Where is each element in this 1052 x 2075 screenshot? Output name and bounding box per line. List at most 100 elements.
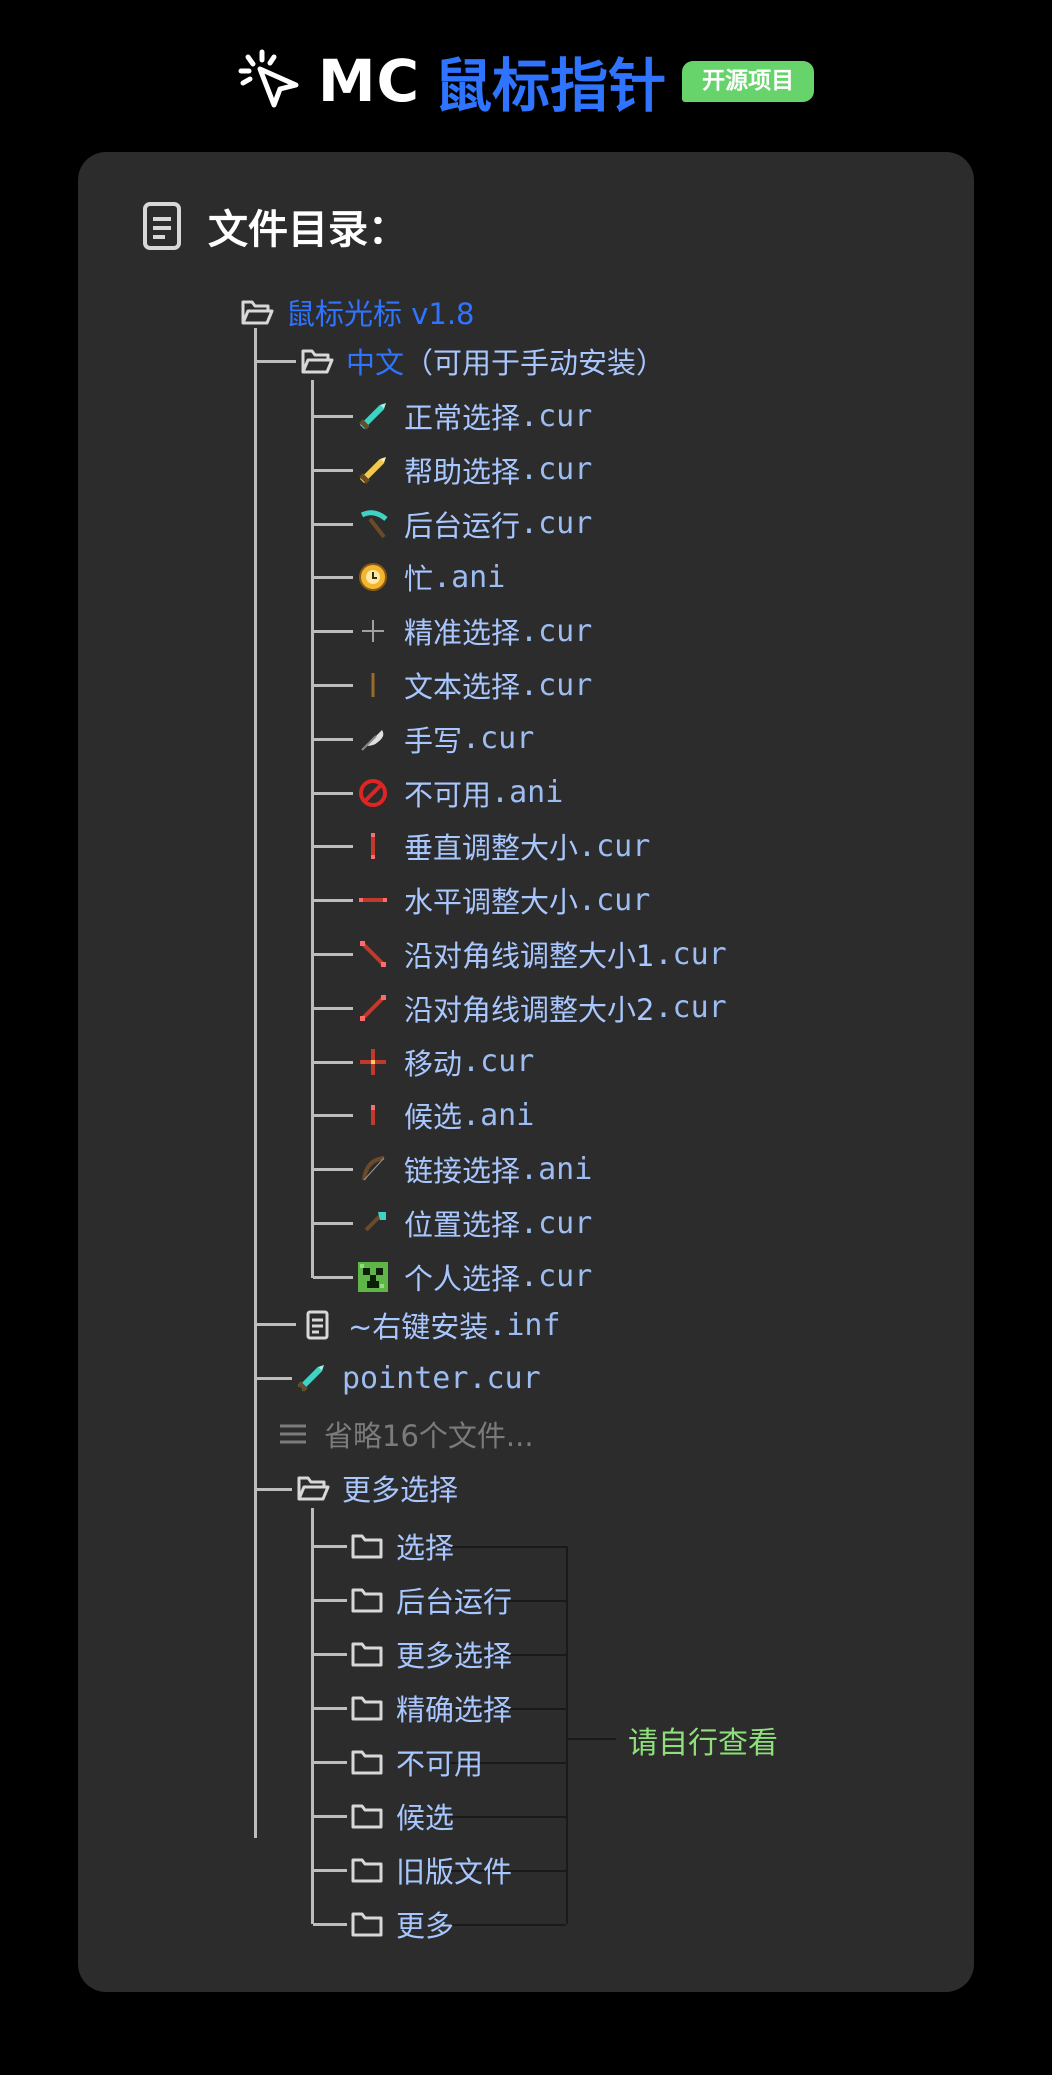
- branch-zh-file: [313, 1006, 353, 1010]
- zh-folder-suffix: （可用于手动安装）: [404, 346, 666, 380]
- more-folder-label: 更多选择: [342, 1473, 459, 1507]
- diamond-pickaxe-icon: [360, 509, 388, 538]
- file-name: 链接选择: [404, 1154, 521, 1189]
- branch-more-item: [313, 1761, 347, 1764]
- zh-file-row[interactable]: 移动.cur: [356, 1042, 534, 1082]
- branch-zh-file: [313, 576, 353, 580]
- more-folder-row[interactable]: 选择: [350, 1526, 454, 1566]
- branch-zh-file: [313, 737, 353, 741]
- file-ext: .ani: [433, 559, 506, 595]
- branch-more-item: [313, 1653, 347, 1656]
- more-folder-item-label: 旧版文件: [396, 1855, 513, 1889]
- branch-zh-file: [313, 1060, 353, 1064]
- zh-file-row[interactable]: 不可用.ani: [356, 773, 563, 813]
- header: MC 鼠标指针 开源项目: [0, 42, 1052, 120]
- bracket-tick: [450, 1762, 566, 1764]
- document-icon: [306, 1310, 329, 1340]
- file-ext: .cur: [654, 990, 727, 1026]
- file-name: 帮助选择: [404, 454, 521, 489]
- bracket-line: [566, 1546, 568, 1924]
- branch-more: [256, 1488, 292, 1491]
- bracket-tick: [450, 1870, 566, 1872]
- inf-file-name: ~右键安装: [348, 1310, 489, 1344]
- document-icon: [143, 202, 181, 250]
- zh-file-row[interactable]: 忙.ani: [356, 557, 505, 597]
- tree-inf-file[interactable]: ~右键安装.inf: [300, 1305, 561, 1345]
- omitted-files: 省略16个文件...: [276, 1414, 534, 1454]
- more-folder-row[interactable]: 不可用: [350, 1742, 483, 1782]
- file-ext: .cur: [462, 1044, 535, 1080]
- diamond-sword-icon: [295, 1365, 324, 1394]
- bracket-tick: [450, 1816, 566, 1818]
- file-name: 后台运行: [404, 508, 521, 543]
- file-ext: .cur: [520, 398, 593, 434]
- branch-more-item: [313, 1599, 347, 1602]
- zh-file-row[interactable]: 沿对角线调整大小2.cur: [356, 988, 727, 1028]
- more-folder-row[interactable]: 更多选择: [350, 1634, 512, 1674]
- more-folder-row[interactable]: 旧版文件: [350, 1850, 512, 1890]
- file-ext: .ani: [462, 1097, 535, 1133]
- zh-file-row[interactable]: 手写.cur: [356, 719, 534, 759]
- file-ext: .cur: [462, 721, 535, 757]
- diagonal-resize-2-icon: [360, 994, 386, 1021]
- cursor-click-icon: [238, 49, 299, 108]
- bracket-tick: [450, 1924, 566, 1926]
- golden-sword-icon: [359, 456, 386, 484]
- branch-zh-file: [313, 630, 353, 634]
- zh-file-row[interactable]: 个人选择.cur: [356, 1257, 592, 1297]
- more-folder-item-label: 后台运行: [396, 1585, 513, 1619]
- tree-line-root: [254, 328, 257, 1838]
- zh-file-row[interactable]: 文本选择.cur: [356, 665, 592, 705]
- zh-file-row[interactable]: 链接选择.ani: [356, 1149, 592, 1189]
- tree-more-folder[interactable]: 更多选择: [296, 1468, 458, 1508]
- root-folder-label: 鼠标光标 v1.8: [286, 297, 475, 331]
- file-name: 忙: [404, 562, 434, 597]
- zh-file-row[interactable]: 精准选择.cur: [356, 611, 592, 651]
- file-name: 沿对角线调整大小1: [404, 939, 655, 973]
- more-folder-item-label: 候选: [396, 1801, 455, 1835]
- zh-file-row[interactable]: 正常选择.cur: [356, 396, 592, 436]
- no-entry-icon: [359, 778, 387, 807]
- tree-line-zh: [311, 380, 314, 1278]
- folder-icon: [351, 1912, 383, 1937]
- more-folder-item-label: 选择: [396, 1531, 455, 1565]
- folder-icon: [351, 1804, 383, 1829]
- more-folder-row[interactable]: 后台运行: [350, 1580, 512, 1620]
- zh-file-row[interactable]: 后台运行.cur: [356, 504, 592, 544]
- file-ext: .cur: [520, 452, 593, 488]
- tree-line-more: [311, 1508, 314, 1924]
- more-folder-row[interactable]: 候选: [350, 1796, 454, 1836]
- text-beam-icon: [371, 673, 375, 697]
- feather-icon: [361, 729, 384, 751]
- file-ext: .cur: [520, 506, 593, 542]
- tree-root-folder[interactable]: 鼠标光标 v1.8: [240, 292, 475, 332]
- tree-zh-folder[interactable]: 中文 （可用于手动安装）: [300, 341, 665, 381]
- bow-icon: [362, 1156, 385, 1181]
- more-folder-item-label: 更多: [396, 1909, 455, 1943]
- open-source-badge: 开源项目: [682, 60, 815, 102]
- folder-open-icon: [297, 1476, 330, 1501]
- file-name: 沿对角线调整大小2: [404, 992, 655, 1027]
- bracket-tick: [450, 1600, 566, 1602]
- file-name: 水平调整大小: [404, 885, 579, 920]
- branch-more-item: [313, 1869, 347, 1872]
- file-name: 垂直调整大小: [404, 831, 579, 866]
- pointer-file-ext: .cur: [468, 1360, 541, 1396]
- zh-file-row[interactable]: 沿对角线调整大小1.cur: [356, 934, 727, 974]
- zh-file-row[interactable]: 位置选择.cur: [356, 1203, 592, 1243]
- file-ext: .cur: [520, 1205, 593, 1241]
- zh-file-row[interactable]: 垂直调整大小.cur: [356, 826, 650, 866]
- more-folder-row[interactable]: 精确选择: [350, 1688, 512, 1728]
- file-name: 个人选择: [404, 1261, 521, 1296]
- zh-file-row[interactable]: 候选.ani: [356, 1095, 534, 1135]
- zh-file-row[interactable]: 帮助选择.cur: [356, 450, 592, 490]
- more-folder-row[interactable]: 更多: [350, 1904, 454, 1944]
- folder-icon: [351, 1696, 383, 1721]
- zh-file-row[interactable]: 水平调整大小.cur: [356, 880, 650, 920]
- branch-zh-file: [313, 899, 353, 903]
- branch-more-item: [313, 1923, 347, 1926]
- file-ext: .cur: [520, 667, 593, 703]
- file-name: 手写: [404, 723, 463, 758]
- folder-icon: [351, 1642, 383, 1667]
- tree-pointer-file[interactable]: pointer.cur: [294, 1358, 541, 1398]
